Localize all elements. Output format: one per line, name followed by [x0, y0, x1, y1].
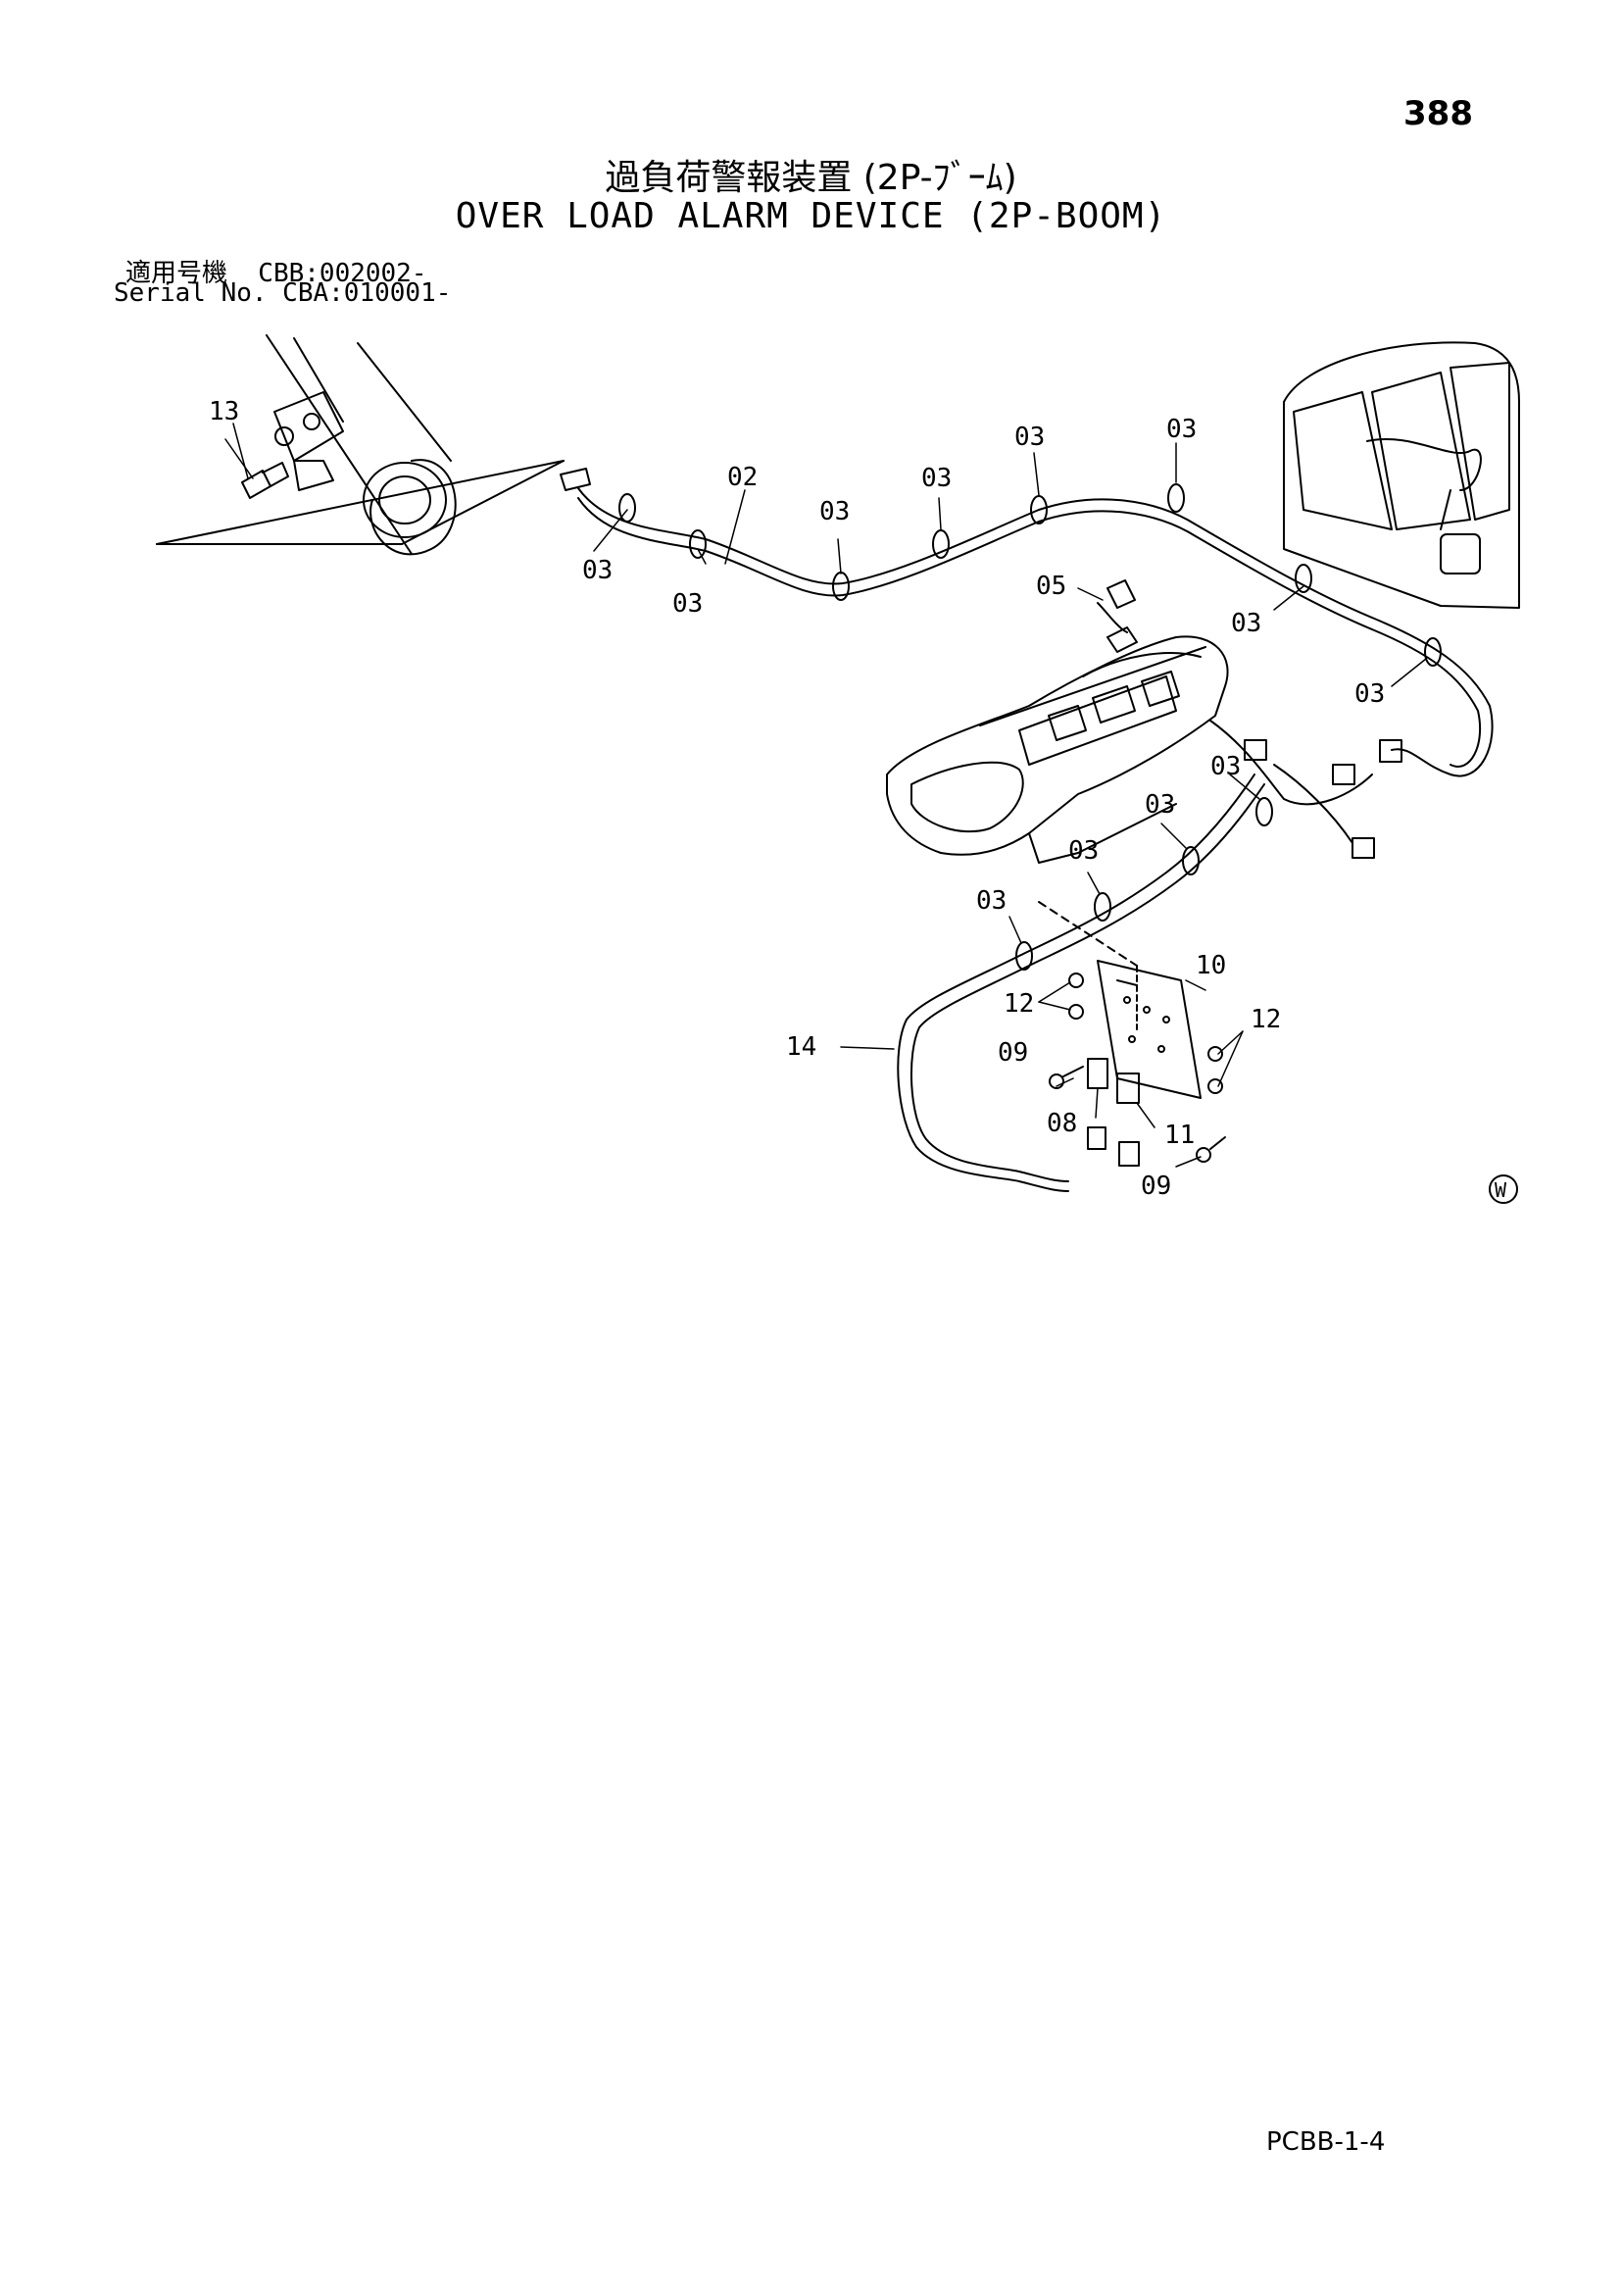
callout-03: 03	[1166, 415, 1197, 444]
title-japanese: 過負荷警報装置 (2P-ﾌﾞｰﾑ)	[605, 158, 1017, 198]
boom-drawing	[156, 334, 565, 556]
harness-14	[897, 720, 1375, 1192]
relay-11	[1116, 1073, 1140, 1167]
callout-03: 03	[1068, 836, 1099, 866]
svg-text:W: W	[1495, 1178, 1507, 1202]
callout-labels: 13 02 03 03 03 03 03 03 03 03 05 03 03 0…	[209, 397, 1385, 1201]
title-english: OVER LOAD ALARM DEVICE (2P-BOOM)	[455, 196, 1167, 236]
callout-03: 03	[1210, 752, 1241, 781]
console-drawing	[886, 579, 1229, 864]
circled-w-mark: W	[1489, 1174, 1518, 1204]
callout-03: 03	[819, 497, 850, 526]
relay-08	[1087, 1058, 1108, 1150]
callout-11: 11	[1164, 1121, 1195, 1150]
callout-03: 03	[672, 589, 703, 619]
callout-03: 03	[582, 556, 613, 585]
callout-09: 09	[1141, 1172, 1171, 1201]
footer-code: PCBB-1-4	[1266, 2127, 1386, 2157]
cab-drawing	[1283, 341, 1520, 609]
pressure-sensor-13	[224, 438, 289, 499]
bracket-10	[1038, 901, 1202, 1099]
callout-03: 03	[1354, 679, 1385, 709]
page-number: 388	[1403, 94, 1473, 133]
callout-03: 03	[1231, 609, 1261, 638]
callout-03: 03	[976, 886, 1007, 916]
callout-13: 13	[209, 397, 239, 426]
harness-clamps-lower	[1015, 797, 1273, 971]
callout-03: 03	[1014, 423, 1045, 452]
callout-03: 03	[921, 464, 952, 493]
bolts	[1049, 973, 1226, 1163]
callout-02: 02	[727, 463, 758, 492]
callout-03: 03	[1145, 790, 1175, 820]
callout-12: 12	[1251, 1005, 1281, 1034]
callout-09: 09	[998, 1038, 1028, 1068]
callout-08: 08	[1047, 1109, 1077, 1138]
harness-clamps-upper	[618, 483, 1442, 667]
callout-12: 12	[1004, 989, 1034, 1019]
serial-number-line: Serial No. CBA:010001-	[114, 278, 452, 308]
callout-05: 05	[1036, 572, 1066, 601]
leader-lines	[232, 423, 1427, 1168]
serial-applicable-line: 適用号機 CBB:002002-	[125, 259, 427, 288]
callout-14: 14	[786, 1032, 816, 1062]
harness-02	[560, 468, 1494, 777]
callout-10: 10	[1196, 951, 1226, 980]
